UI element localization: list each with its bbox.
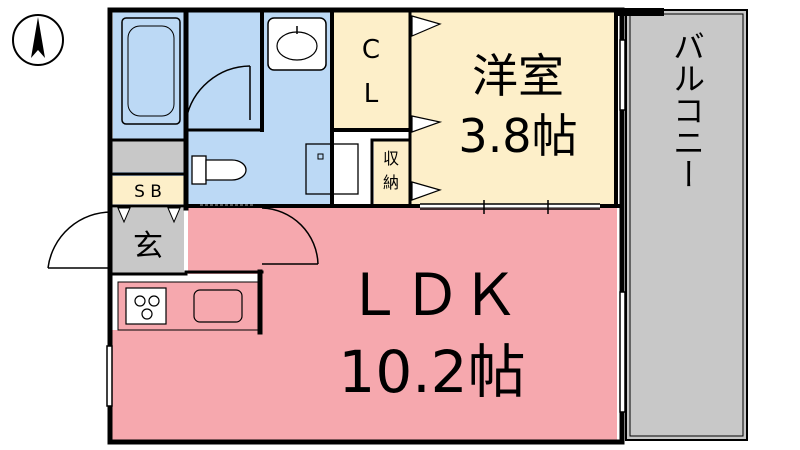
stove-burner-icon <box>125 287 167 325</box>
ldk-area <box>112 208 617 440</box>
western-room-name: 洋室 <box>472 49 564 103</box>
bathtub-icon <box>121 17 181 125</box>
storage-area <box>374 140 409 204</box>
shoebox-area <box>112 176 184 204</box>
western-room-size: 3.8帖 <box>458 109 577 163</box>
entrance-label: 玄 <box>133 229 163 264</box>
washing-machine-pan-icon <box>305 143 359 195</box>
closet-label-1: C <box>362 35 380 65</box>
storage-label-1: 収 <box>383 149 399 168</box>
washer-pan-area <box>112 140 184 172</box>
closet-doors <box>411 15 443 201</box>
shoebox-doors <box>117 207 181 224</box>
bathroom-door <box>185 65 251 121</box>
ldk-name: ＬＤＫ <box>345 261 519 329</box>
shoebox-label: S B <box>134 182 162 202</box>
washbasin-icon <box>267 17 327 71</box>
western-room-area <box>409 12 617 204</box>
toilet-door <box>261 207 319 265</box>
ldk-size: 10.2帖 <box>338 338 525 406</box>
storage-label-2: 納 <box>383 173 399 192</box>
north-arrow-icon <box>12 14 64 66</box>
entrance-door <box>47 211 113 269</box>
balcony-label: バルコニー <box>668 30 706 190</box>
kitchen-sink-icon <box>193 289 243 323</box>
closet-area <box>334 12 409 129</box>
balcony-area <box>625 9 748 441</box>
closet-label-2: L <box>364 79 379 109</box>
toilet-icon <box>191 155 247 185</box>
